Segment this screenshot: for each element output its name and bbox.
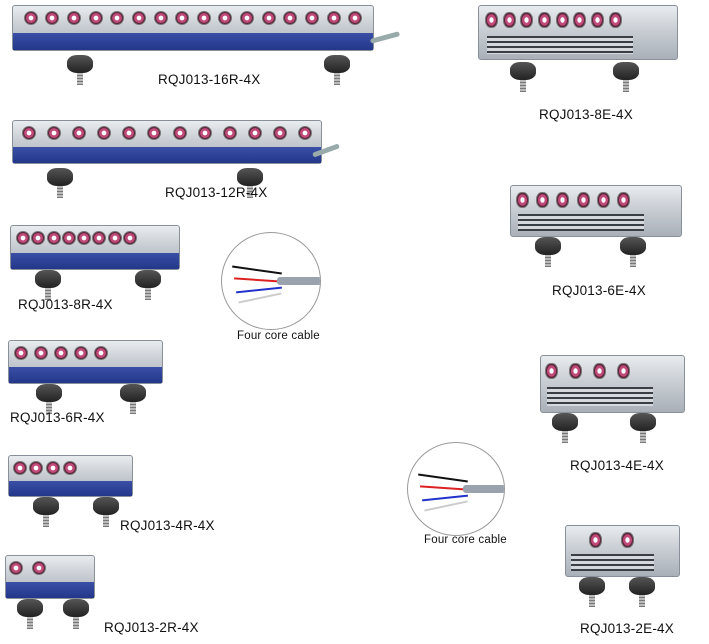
product-image-4r [8, 455, 133, 527]
ion-nozzle-icon [97, 126, 112, 141]
product-image-12r [12, 120, 341, 200]
ion-nozzle-icon [172, 126, 187, 141]
model-label: RQJ013-2E-4X [580, 621, 674, 636]
ion-nozzle-icon [218, 11, 233, 26]
ion-nozzle-icon [88, 11, 103, 26]
ion-nozzle-icon [222, 126, 237, 141]
ion-nozzle-icon [74, 346, 89, 361]
product-image-8e [478, 5, 678, 100]
ion-nozzle-icon [77, 231, 92, 246]
ion-nozzle-icon [247, 126, 262, 141]
model-label: RQJ013-16R-4X [158, 72, 261, 87]
product-image-2e [565, 525, 680, 615]
ion-nozzle-icon [46, 231, 61, 246]
cable-label: Four core cable [237, 330, 320, 342]
ion-nozzle-icon [110, 11, 125, 26]
ion-nozzle-icon [122, 126, 137, 141]
ion-nozzle-icon [47, 126, 62, 141]
ion-nozzle-icon [153, 11, 168, 26]
model-label: RQJ013-4R-4X [120, 518, 215, 533]
ion-nozzle-icon [573, 12, 587, 29]
ion-nozzle-icon [197, 126, 212, 141]
ion-nozzle-icon [608, 12, 622, 29]
ion-nozzle-icon [261, 11, 276, 26]
model-label: RQJ013-4E-4X [570, 458, 664, 473]
product-image-4e [540, 355, 685, 445]
ion-nozzle-icon [545, 362, 559, 379]
ion-nozzle-icon [569, 362, 583, 379]
ion-nozzle-icon [556, 192, 570, 208]
model-label: RQJ013-6E-4X [552, 283, 646, 298]
ion-nozzle-icon [29, 460, 44, 475]
ion-nozzle-icon [33, 346, 48, 361]
ion-nozzle-icon [516, 192, 530, 208]
ion-nozzle-icon [62, 460, 77, 475]
ion-nozzle-icon [61, 231, 76, 246]
ion-nozzle-icon [123, 231, 137, 246]
cable-illustration [221, 232, 321, 330]
product-image-6r [8, 340, 163, 414]
model-label: RQJ013-8E-4X [539, 107, 633, 122]
ion-nozzle-icon [107, 231, 122, 246]
ion-nozzle-icon [8, 561, 23, 576]
ion-nozzle-icon [13, 346, 28, 361]
ion-nozzle-icon [12, 460, 27, 475]
ion-nozzle-icon [555, 12, 569, 29]
product-image-8r [10, 225, 180, 300]
model-label: RQJ013-2R-4X [104, 620, 199, 635]
ion-nozzle-icon [304, 11, 319, 26]
ion-nozzle-icon [94, 346, 109, 361]
ion-nozzle-icon [175, 11, 190, 26]
ion-nozzle-icon [326, 11, 341, 26]
ion-nozzle-icon [272, 126, 287, 141]
ion-nozzle-icon [45, 11, 60, 26]
product-image-2r [5, 555, 95, 629]
ion-nozzle-icon [620, 532, 634, 548]
ion-nozzle-icon [131, 11, 146, 26]
ion-nozzle-icon [54, 346, 69, 361]
ion-nozzle-icon [348, 11, 363, 26]
ion-nozzle-icon [16, 231, 31, 246]
ion-nozzle-icon [67, 11, 82, 26]
model-label: RQJ013-8R-4X [18, 297, 113, 312]
ion-nozzle-icon [147, 126, 162, 141]
ion-nozzle-icon [297, 126, 312, 141]
ion-nozzle-icon [520, 12, 534, 29]
product-image-16r [12, 5, 401, 95]
model-label: RQJ013-6R-4X [10, 410, 105, 425]
ion-nozzle-icon [240, 11, 255, 26]
ion-nozzle-icon [92, 231, 107, 246]
ion-nozzle-icon [596, 192, 610, 208]
ion-nozzle-icon [31, 231, 46, 246]
ion-nozzle-icon [590, 12, 604, 29]
ion-nozzle-icon [22, 126, 37, 141]
ion-nozzle-icon [616, 192, 630, 208]
ion-nozzle-icon [484, 12, 498, 29]
ion-nozzle-icon [576, 192, 590, 208]
ion-nozzle-icon [31, 561, 46, 576]
cable-illustration [407, 442, 505, 536]
model-label: RQJ013-12R-4X [165, 185, 268, 200]
ion-nozzle-icon [502, 12, 516, 29]
ion-nozzle-icon [283, 11, 298, 26]
ion-nozzle-icon [537, 12, 551, 29]
cable-label: Four core cable [424, 534, 507, 546]
ion-nozzle-icon [616, 362, 630, 379]
ion-nozzle-icon [592, 362, 606, 379]
ion-nozzle-icon [588, 532, 602, 548]
ion-nozzle-icon [46, 460, 60, 475]
ion-nozzle-icon [23, 11, 38, 26]
ion-nozzle-icon [196, 11, 211, 26]
ion-nozzle-icon [72, 126, 87, 141]
product-image-6e [510, 185, 682, 270]
ion-nozzle-icon [536, 192, 550, 208]
